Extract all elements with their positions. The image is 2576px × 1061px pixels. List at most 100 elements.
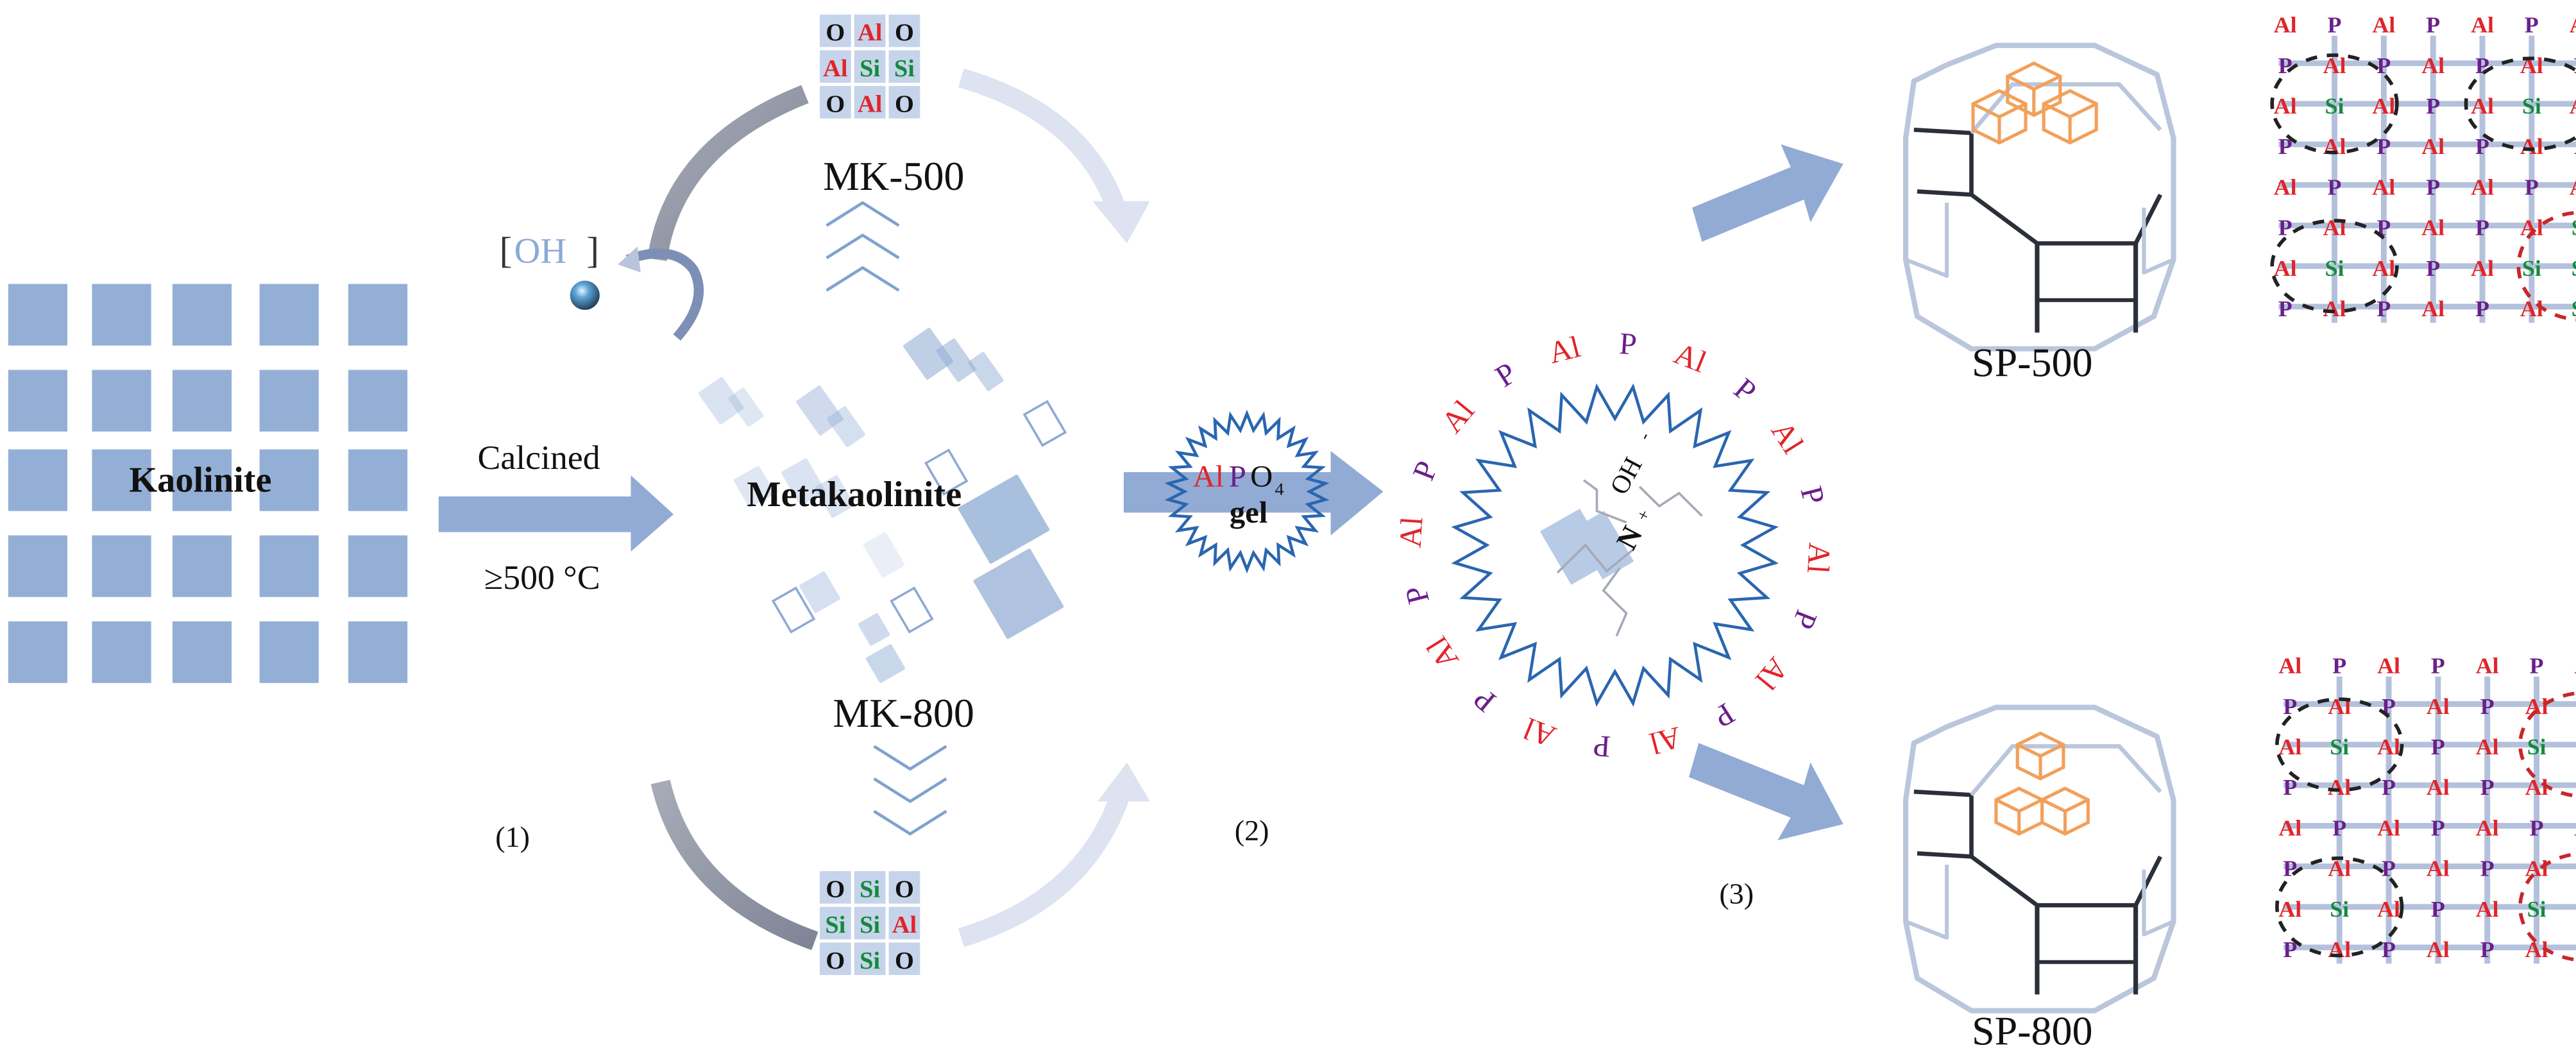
cage-edge — [1969, 744, 2162, 797]
mk-cell — [820, 871, 851, 904]
cage-edge — [1913, 789, 1974, 859]
platelet-outline — [924, 448, 969, 496]
platelet-outline — [771, 586, 816, 634]
lattice-atom-si: Si — [2325, 93, 2344, 119]
mk-cell — [888, 942, 920, 975]
ring-atom-p: P — [1399, 582, 1436, 607]
lattice-atom-p: P — [2475, 296, 2489, 321]
lattice-atom-p: P — [2530, 653, 2544, 679]
cage-edge — [1913, 128, 1974, 197]
ring-atom-p: P — [1727, 371, 1763, 409]
arrow-right-icon — [438, 475, 674, 552]
platelet — [799, 571, 840, 613]
cage-outline — [1902, 704, 2176, 1014]
lattice-atom-al: Al — [2427, 774, 2450, 800]
ring-atom-al: Al — [1765, 416, 1810, 460]
kaolinite-tile — [92, 369, 151, 432]
orange-cube-icon — [2015, 731, 2065, 781]
lattice-atom-p: P — [2278, 53, 2292, 78]
step-3-label: (3) — [1719, 878, 1754, 910]
mk-cell — [820, 50, 851, 83]
lattice-atom-al: Al — [2471, 93, 2494, 119]
lattice-atom-p: P — [2377, 296, 2391, 321]
lattice-atom-al: Al — [2525, 774, 2548, 800]
oh-group: [ OH ] — [500, 230, 600, 310]
platelet — [973, 548, 1064, 639]
lattice-atom-p: P — [2525, 12, 2539, 38]
lattice-atom-p: P — [2426, 174, 2440, 200]
cage-edge — [1904, 864, 1949, 940]
platelet — [865, 644, 906, 683]
lattice-atom-al: Al — [2574, 815, 2576, 841]
mk-cell — [854, 50, 886, 83]
lattice-atom-al: Al — [2323, 296, 2346, 321]
lattice-atom-al: Al — [2476, 653, 2499, 679]
platelet-outline — [1022, 400, 1067, 447]
lattice-atom-p: P — [2382, 774, 2396, 800]
atom-o: O — [895, 91, 914, 118]
lattice-atom-al: Al — [2278, 653, 2301, 679]
micelle-zigzag-ring — [1451, 383, 1779, 707]
mk-cell — [854, 86, 886, 119]
chevron-up-icon — [826, 201, 900, 227]
lattice-atom-al: Al — [2476, 815, 2499, 841]
platelet — [796, 385, 844, 436]
ring-atom-p: P — [1406, 457, 1445, 485]
mk-cell — [854, 14, 886, 47]
si-island-black-ellipse — [2275, 697, 2404, 792]
orange-cube-icon — [1971, 89, 2028, 145]
lattice-atom-al: Al — [2421, 133, 2445, 159]
upper-light-arc — [958, 68, 1127, 214]
ring-atom-al: Al — [1545, 330, 1584, 370]
ring-atom-al: Al — [1420, 631, 1466, 675]
cage-edge — [1969, 82, 2162, 135]
lattice-atom-p: P — [2475, 53, 2489, 78]
lattice-atom-p: P — [2283, 937, 2297, 962]
lattice-atom-p: P — [2278, 133, 2292, 159]
svg-text:+: + — [1632, 506, 1655, 524]
up-chevrons-icon — [826, 201, 900, 292]
lattice-atom-al: Al — [2323, 133, 2346, 159]
lattice-atom-p: P — [2475, 215, 2489, 241]
lattice-atom-al: Al — [2570, 12, 2576, 38]
svg-text:P: P — [1229, 460, 1246, 494]
upper-gray-arc — [647, 85, 809, 261]
lattice-atom-al: Al — [2520, 53, 2543, 78]
lattice-atom-p: P — [2431, 734, 2445, 760]
platelet — [827, 406, 865, 448]
kaolinite-grid — [8, 284, 408, 683]
lattice-atom-p: P — [2530, 815, 2544, 841]
hydroxyl-ball-icon — [570, 280, 600, 310]
atom-si: Si — [860, 947, 880, 974]
lower-light-arc — [958, 792, 1130, 947]
arrow-to-sp500-icon — [1692, 144, 1843, 242]
mk-cell — [888, 871, 920, 904]
lattice-atom-p: P — [2574, 53, 2576, 78]
lattice-atom-p: P — [2332, 653, 2346, 679]
lattice-atom-al: Al — [2372, 255, 2395, 281]
platelet — [958, 474, 1050, 564]
sp500-label: SP-500 — [1972, 340, 2093, 386]
atom-al: Al — [892, 912, 917, 938]
kaolinite-tile — [92, 284, 151, 346]
mk-cell — [888, 86, 920, 119]
lattice-atom-p: P — [2480, 937, 2495, 962]
si-island-black-ellipse — [2464, 56, 2576, 151]
lattice-atom-al: Al — [2377, 734, 2400, 760]
kaolinite-tile — [8, 284, 68, 346]
lattice-atom-p: P — [2382, 937, 2396, 962]
atom-si: Si — [894, 55, 915, 82]
lattice-atom-al: Al — [2377, 653, 2400, 679]
lattice-atom-al: Al — [2274, 12, 2297, 38]
svg-text:]: ] — [586, 230, 599, 271]
lattice-atom-p: P — [2283, 856, 2297, 881]
lattice-atom-al: Al — [2274, 255, 2297, 281]
atom-o: O — [826, 19, 845, 46]
kaolinite-label: Kaolinite — [129, 461, 271, 500]
lattice-atom-al: Al — [2570, 93, 2576, 119]
gel-label: gel — [1230, 496, 1267, 530]
mk-cell — [888, 50, 920, 83]
ring-atom-al: Al — [1519, 711, 1561, 754]
lattice-atom-al: Al — [2274, 174, 2297, 200]
